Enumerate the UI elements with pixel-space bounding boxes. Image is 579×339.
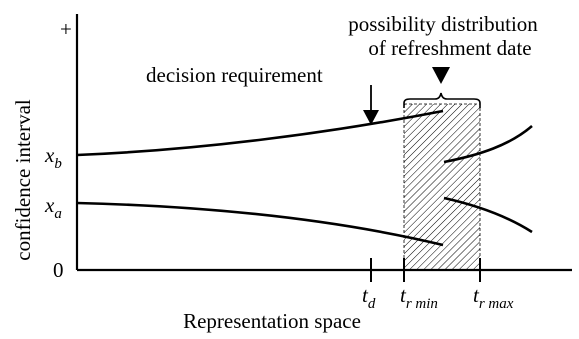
y-axis-title: confidence interval (11, 99, 35, 261)
td-label: td (362, 283, 376, 312)
possibility-label-line1: possibility distribution (348, 12, 538, 36)
possibility-label-line2: of refreshment date (368, 36, 531, 60)
lower-confidence-curve-after-refresh (443, 196, 533, 234)
xb-label: xb (44, 143, 62, 172)
lower-confidence-curve (76, 201, 444, 247)
xa-label: xa (44, 193, 62, 222)
y-plus-label: + (60, 17, 72, 41)
refreshment-date-region (403, 103, 481, 271)
decision-requirement-label: decision requirement (146, 63, 323, 87)
tr-min-label: tr min (400, 283, 438, 312)
tr-max-label: tr max (473, 283, 514, 312)
upper-confidence-curve-after-refresh (443, 125, 533, 164)
possibility-arrow-head (432, 67, 450, 84)
upper-confidence-curve (76, 109, 444, 157)
y-zero-label: 0 (53, 258, 64, 282)
curly-brace (403, 92, 481, 108)
decision-arrow-head (363, 110, 379, 125)
x-axis-title: Representation space (183, 309, 361, 333)
